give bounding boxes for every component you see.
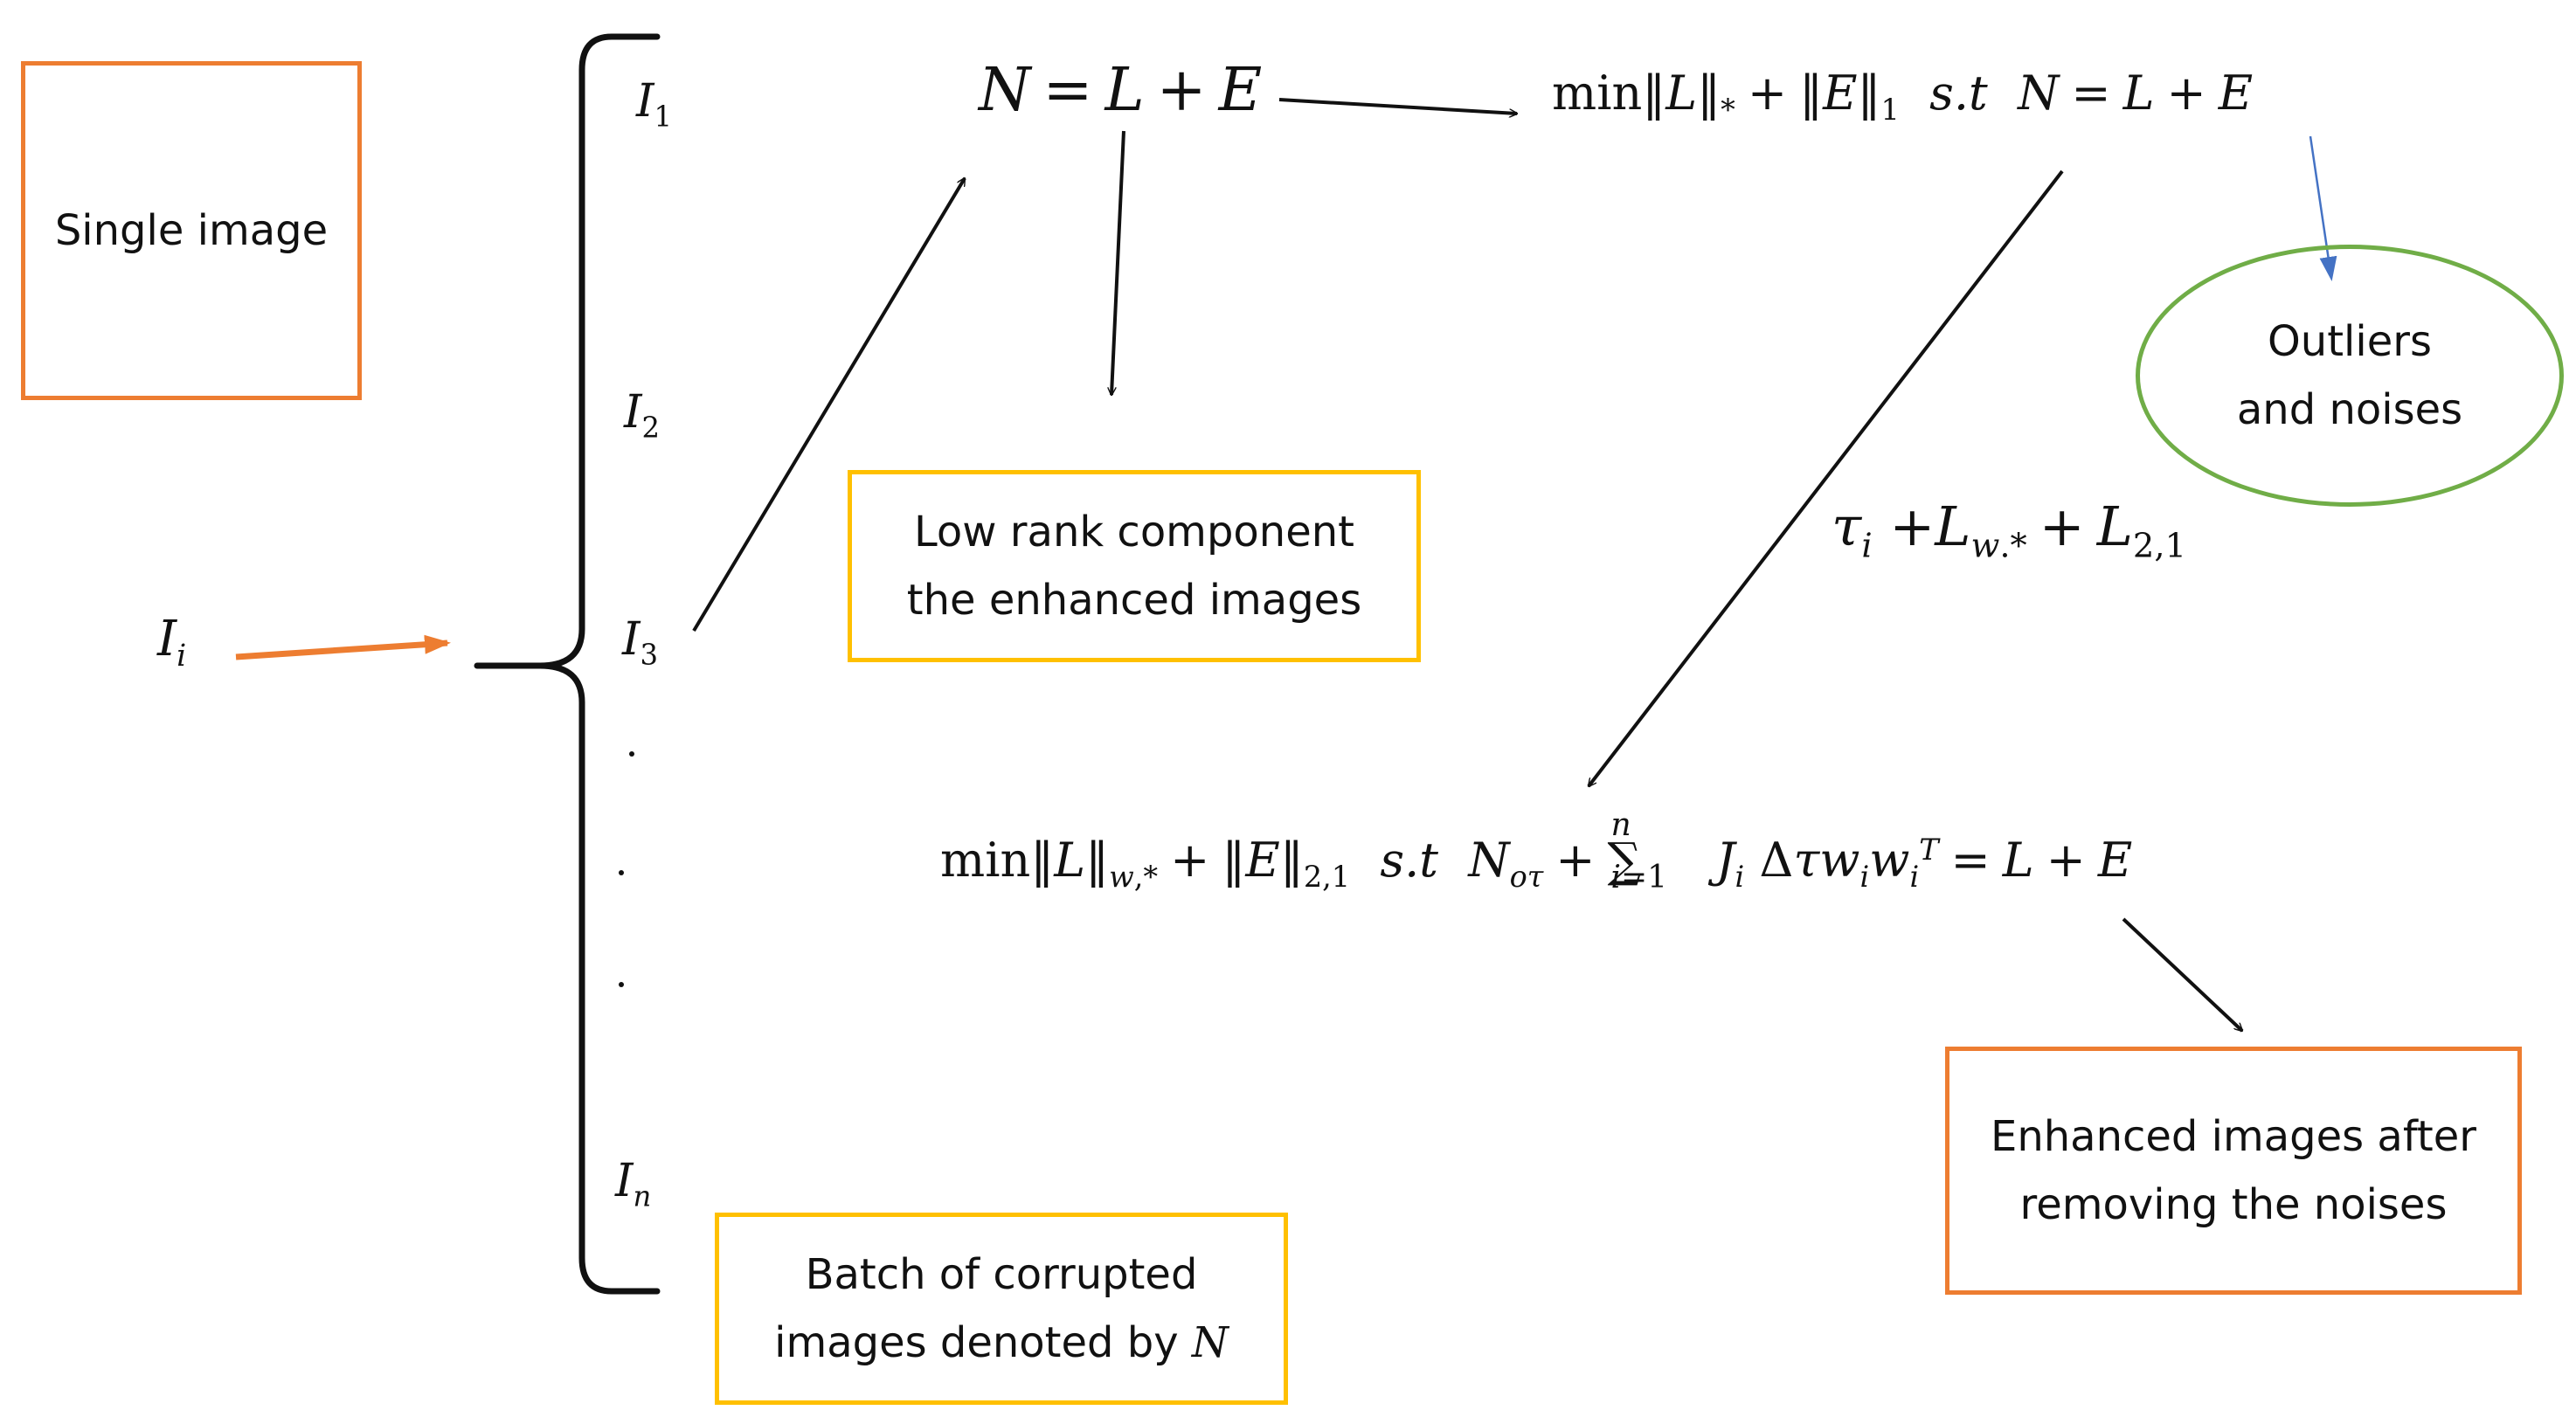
arrow-equation-to-rpca — [1278, 98, 1517, 114]
ellipsis-dot-3 — [619, 982, 624, 987]
low-rank-box: Low rank component the enhanced images — [848, 470, 1421, 662]
single-image-label: Single image — [54, 206, 329, 255]
outliers-line-1: Outliers — [2268, 317, 2432, 366]
rpca-equation: min‖L‖*+‖E‖1 s.t N=L+E — [1552, 66, 2254, 127]
batch-brace — [474, 33, 661, 1295]
low-rank-line-1: Low rank component — [914, 508, 1354, 556]
ellipsis-dot-1 — [629, 751, 634, 757]
batch-item-n: In — [615, 1155, 652, 1213]
batch-box: Batch of corrupted images denoted by N — [715, 1213, 1288, 1405]
main-equation: N=L+E — [979, 56, 1263, 125]
arrow-equation-to-lowrank — [1111, 130, 1125, 395]
input-symbol: Ii — [157, 611, 187, 674]
outliers-oval: Outliers and noises — [2136, 245, 2564, 507]
batch-item-2: I2 — [624, 386, 661, 445]
weights-term: τi +Lw.*+L2,1 — [1832, 494, 2187, 566]
batch-line-1: Batch of corrupted — [805, 1250, 1198, 1299]
arrow-batch-to-equation — [692, 178, 966, 633]
arrow-final-to-enhanced — [2122, 917, 2242, 1031]
enhanced-line-2: removing the noises — [2019, 1180, 2448, 1229]
arrow-rpca-to-final — [1587, 169, 2064, 786]
low-rank-line-2: the enhanced images — [906, 576, 1362, 625]
enhanced-line-1: Enhanced images after — [1991, 1112, 2476, 1161]
batch-item-1: I1 — [636, 75, 673, 134]
enhanced-images-box: Enhanced images after removing the noise… — [1945, 1047, 2522, 1295]
batch-item-3: I3 — [622, 613, 659, 672]
outliers-line-2: and noises — [2236, 385, 2463, 434]
ellipsis-dot-2 — [619, 870, 624, 875]
batch-line-2: images denoted by N — [774, 1318, 1229, 1367]
single-image-box: Single image — [21, 61, 362, 400]
batch-symbol: N — [1191, 1318, 1229, 1367]
input-arrow — [235, 634, 451, 660]
